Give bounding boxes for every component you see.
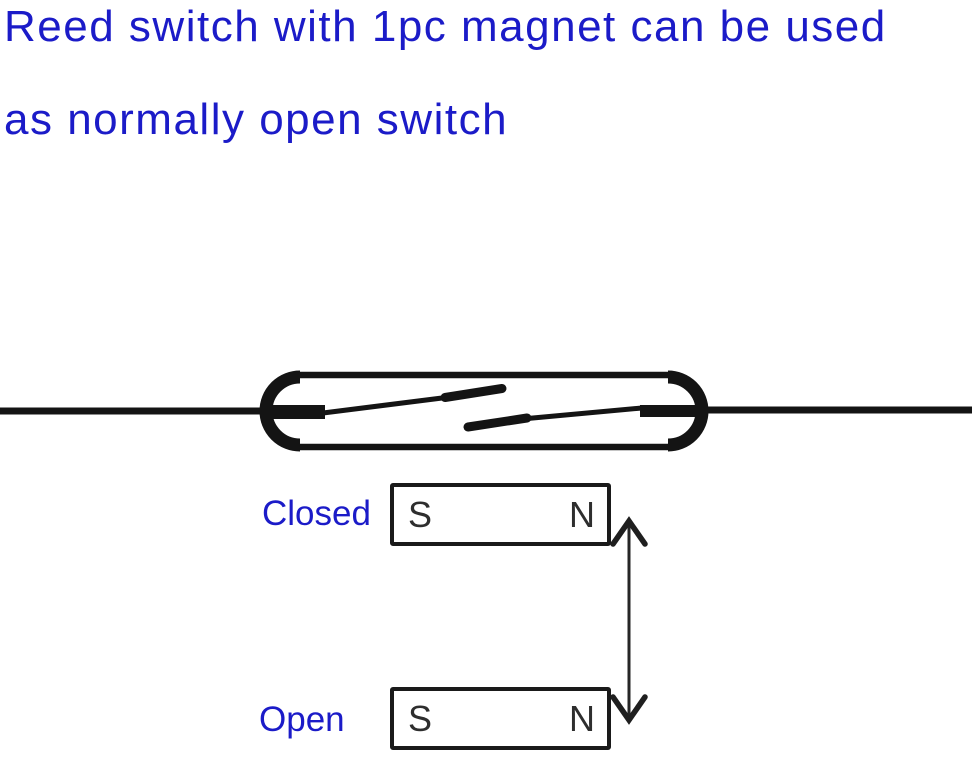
arrow-head-down [610,694,648,725]
capsule-right-end [667,370,709,452]
magnet-north-pole-label: N [569,697,595,739]
reed-switch-drawing [0,370,972,452]
reed-contact-left-tip [440,384,507,402]
magnet-open-position: S N [390,687,611,750]
reed-contact-right-tip [463,413,532,432]
title-line-2: as normally open switch [4,95,509,144]
open-state-label: Open [259,700,345,739]
double-headed-arrow-icon [610,516,648,725]
reed-contact-right [519,405,645,422]
magnet-south-pole-label: S [408,697,433,739]
magnet-closed-position: S N [390,483,611,546]
magnet-south-pole-label: S [408,493,433,535]
title-line-1: Reed switch with 1pc magnet can be used [4,2,887,51]
closed-state-label: Closed [262,494,371,533]
magnet-north-pole-label: N [569,493,595,535]
arrow-head-up [610,516,648,547]
reed-contact-left [320,393,461,416]
